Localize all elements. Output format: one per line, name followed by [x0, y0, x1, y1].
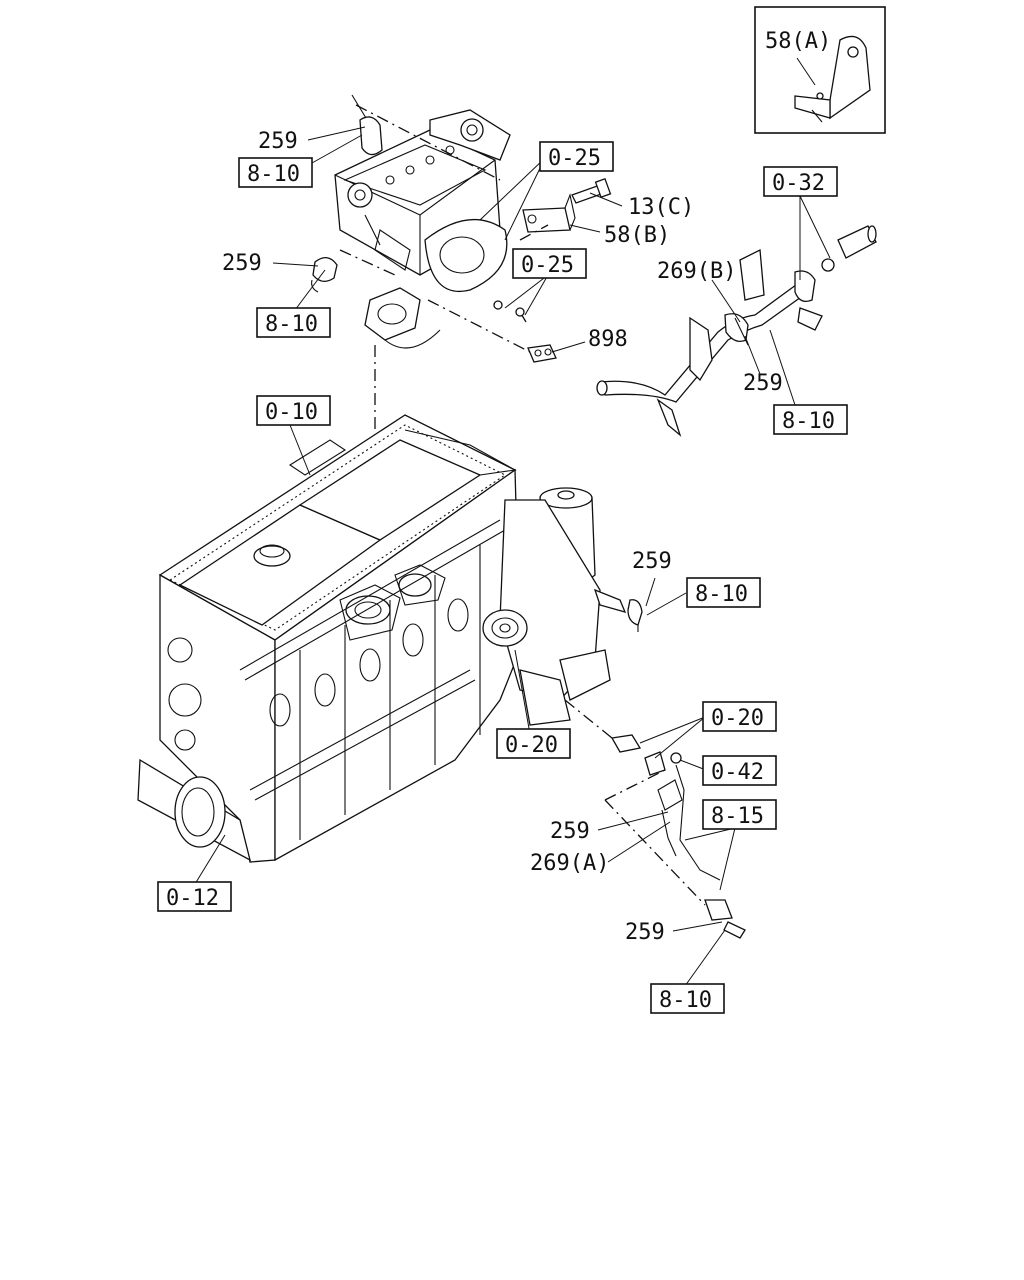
bracket-58b-icon — [522, 193, 576, 233]
assembly-line — [519, 224, 549, 241]
label-269b[interactable]: 269(B) — [657, 259, 736, 284]
hose-clamp-icon — [311, 257, 338, 293]
label-58a[interactable]: 58(A) — [765, 29, 831, 54]
assembly-line — [564, 699, 613, 739]
thermostat-housing-icon — [334, 109, 511, 292]
label-259-pump[interactable]: 259 — [632, 549, 672, 574]
label-259-left[interactable]: 259 — [222, 251, 262, 276]
label-810-top[interactable]: 8-10 — [247, 162, 300, 187]
leader-58a — [796, 57, 816, 86]
water-pump-icon — [482, 499, 611, 726]
label-815[interactable]: 8-15 — [711, 804, 764, 829]
leader-lines — [194, 126, 831, 987]
assembly-line — [604, 769, 666, 801]
label-012[interactable]: 0-12 — [166, 886, 219, 911]
label-259-lower[interactable]: 259 — [550, 819, 590, 844]
label-810-bottom[interactable]: 8-10 — [659, 988, 712, 1013]
label-020-body[interactable]: 0-20 — [505, 733, 558, 758]
gasket-icon — [364, 287, 441, 349]
label-025-mid[interactable]: 0-25 — [521, 253, 574, 278]
water-pipe-icon — [596, 225, 877, 437]
label-020-right[interactable]: 0-20 — [711, 706, 764, 731]
ref-box-810-bottom[interactable] — [650, 983, 725, 1014]
bolt-small-icon — [493, 300, 527, 323]
label-810-pump[interactable]: 8-10 — [695, 582, 748, 607]
ref-box-010[interactable] — [256, 395, 331, 426]
ref-box-810-pump[interactable] — [686, 577, 761, 608]
assembly-line — [427, 299, 531, 353]
ref-box-020-right[interactable] — [702, 701, 777, 732]
label-032[interactable]: 0-32 — [772, 171, 825, 196]
ref-box-032[interactable] — [763, 166, 838, 197]
ref-box-810-left[interactable] — [256, 307, 331, 338]
ref-box-810-top[interactable] — [238, 157, 313, 188]
label-010[interactable]: 0-10 — [265, 400, 318, 425]
label-810-left[interactable]: 8-10 — [265, 312, 318, 337]
ref-box-042[interactable] — [702, 755, 777, 786]
ref-box-815[interactable] — [702, 799, 777, 830]
bolt-13c-icon — [571, 177, 612, 204]
label-810-right[interactable]: 8-10 — [782, 409, 835, 434]
label-269a[interactable]: 269(A) — [530, 851, 609, 876]
inset-58a: 58(A) — [754, 6, 886, 134]
bracket-58a-icon — [794, 35, 871, 123]
assembly-line — [604, 799, 706, 906]
hose-clamp-icon — [593, 588, 643, 632]
label-58b[interactable]: 58(B) — [604, 223, 670, 248]
ref-box-025-mid[interactable] — [512, 248, 587, 279]
clip-898-icon — [527, 344, 557, 363]
label-259-top[interactable]: 259 — [258, 129, 298, 154]
label-13c[interactable]: 13(C) — [628, 195, 694, 220]
sensor-icon — [610, 734, 746, 939]
assembly-line — [339, 249, 396, 276]
hose-clamp-icon — [351, 94, 383, 156]
label-025-top[interactable]: 0-25 — [548, 146, 601, 171]
engine-block-icon — [137, 414, 521, 863]
assembly-line — [355, 104, 501, 181]
ref-box-025-top[interactable] — [539, 141, 614, 172]
ref-box-012[interactable] — [157, 881, 232, 912]
label-259-bottom[interactable]: 259 — [625, 920, 665, 945]
label-259-right[interactable]: 259 — [743, 371, 783, 396]
label-898[interactable]: 898 — [588, 327, 628, 352]
ref-box-810-right[interactable] — [773, 404, 848, 435]
label-042[interactable]: 0-42 — [711, 760, 764, 785]
ref-box-020-body[interactable] — [496, 728, 571, 759]
